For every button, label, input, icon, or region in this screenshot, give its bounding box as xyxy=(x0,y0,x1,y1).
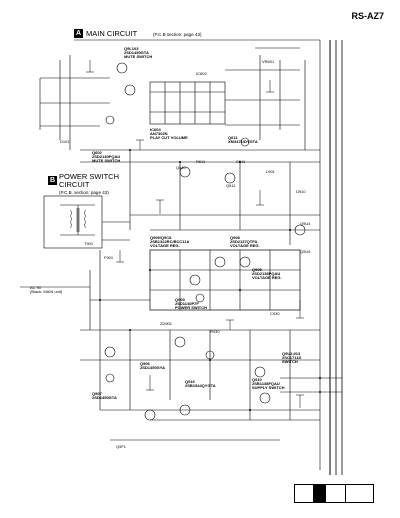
ref-r611: R611 xyxy=(196,159,206,164)
section-a-tag: A xyxy=(74,29,83,38)
ref-l901: L901 xyxy=(266,169,275,174)
ref-cell-4 xyxy=(346,485,373,502)
ref-cell-1 xyxy=(295,485,314,502)
ref-t901: T901 xyxy=(84,241,94,246)
ref-c611: C611 xyxy=(236,159,246,164)
ref-ic602: IC602 xyxy=(196,71,207,76)
ic604-body xyxy=(149,81,226,125)
ref-q905b: Q9U5 xyxy=(300,249,311,254)
label-ac-in: AC IN(Black: MAIN unit) xyxy=(30,285,63,295)
page-reference-box xyxy=(294,484,374,503)
transformer-symbol xyxy=(69,208,87,232)
ref-q610: Q610 xyxy=(176,165,186,170)
ref-d101: D101 xyxy=(60,139,70,144)
ref-q611b: Q611 xyxy=(226,183,236,188)
transistor-q103 xyxy=(116,62,128,74)
ref-cell-3 xyxy=(327,485,346,502)
section-a-subtitle: (P.C.B.section: page 43) xyxy=(153,32,202,37)
ref-r930: R930 xyxy=(210,329,220,334)
section-b-subtitle: (P.C.B. section: page 43) xyxy=(59,190,109,195)
ref-zd901: ZD901 xyxy=(160,321,173,326)
ref-vr601: VR601 xyxy=(262,59,275,64)
regulator-block xyxy=(149,249,301,311)
section-b-title: POWER SWITCH CIRCUIT xyxy=(59,172,119,189)
ref-q9f1: Q9F1 xyxy=(116,444,127,449)
ref-f901: F901 xyxy=(104,255,114,260)
model-number: RS-AZ7 xyxy=(351,11,384,21)
ref-d910: D910 xyxy=(296,189,306,194)
section-a-title: MAIN CIRCUIT xyxy=(86,29,138,38)
ref-cell-2 xyxy=(314,485,326,502)
ref-c930: C930 xyxy=(270,311,280,316)
ref-q904: Q9U4 xyxy=(300,221,311,226)
section-b-tag: B xyxy=(48,176,57,185)
section-b-frame xyxy=(43,195,103,249)
